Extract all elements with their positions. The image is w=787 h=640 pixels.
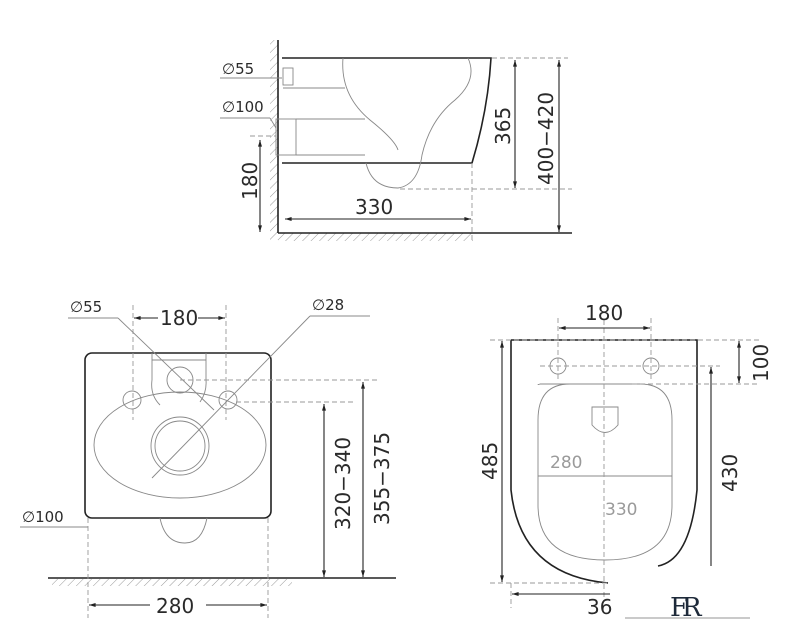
brand-logo: FR	[625, 593, 750, 623]
rear-view: 180 ∅55 ∅28 ∅100 320−340 355−375 280	[20, 296, 396, 618]
side-install-height: 400−420	[534, 92, 558, 185]
top-offset: 36	[587, 595, 612, 619]
floor-hatch	[52, 579, 292, 586]
rear-bolt-height: 320−340	[331, 437, 355, 530]
bowl-side-outline	[282, 57, 492, 164]
side-pipe-small-label: ∅55	[222, 60, 254, 78]
side-bowl-height: 365	[491, 107, 515, 145]
top-bolt-spacing: 180	[585, 301, 623, 325]
rear-inlet-height: 355−375	[370, 432, 394, 525]
wall-hatch	[270, 40, 278, 240]
side-pipe-large-label: ∅100	[222, 98, 264, 116]
top-body-outline	[510, 340, 609, 584]
rear-bolt-spacing: 180	[160, 306, 198, 330]
top-view: 280 330 180 100 485 430 36	[478, 301, 773, 619]
rear-pipe-large-label: ∅100	[22, 508, 64, 526]
floor-hatch	[278, 233, 473, 241]
rear-width: 280	[156, 594, 194, 618]
rear-pipe-small-label: ∅55	[70, 298, 102, 316]
rear-body-outline	[84, 352, 272, 519]
rear-bolt-hole-label: ∅28	[312, 296, 344, 314]
side-depth: 330	[355, 195, 393, 219]
top-length: 485	[478, 442, 502, 480]
top-bowl-length: 430	[718, 454, 742, 492]
top-inner-width: 280	[550, 453, 582, 473]
top-inner-length: 330	[605, 500, 637, 520]
side-view: ∅55 ∅100 180 330 365 400−420	[220, 40, 572, 241]
side-outlet-height: 180	[238, 162, 262, 200]
top-bolt-offset: 100	[749, 344, 773, 382]
